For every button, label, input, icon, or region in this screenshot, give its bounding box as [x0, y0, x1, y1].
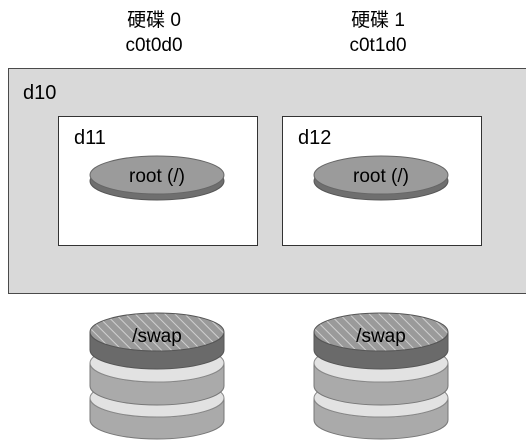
swap-label-0: /swap: [132, 326, 182, 347]
disk-1-header: 硬碟 1 c0t1d0: [298, 8, 458, 58]
mirror-volume-label: d10: [23, 82, 57, 104]
disk-1-name: 硬碟 1: [351, 10, 405, 31]
submirror-d12: d12 root (/): [282, 116, 482, 246]
disk-stack-icon: [313, 312, 449, 440]
disk-0-name: 硬碟 0: [127, 10, 181, 31]
mirror-volume-d10: d10 d11 root (/) d12 root (/): [8, 68, 526, 294]
root-slice-shape-icon: [89, 155, 225, 201]
disk-0-header: 硬碟 0 c0t0d0: [74, 8, 234, 58]
disk-0-device: c0t0d0: [125, 35, 183, 56]
root-slice-shape-icon: [313, 155, 449, 201]
swap-label-1: /swap: [356, 326, 406, 347]
disk-1-stack: /swap: [313, 308, 449, 442]
submirror-d11: d11 root (/): [58, 116, 258, 246]
submirror-d11-label: d11: [74, 127, 106, 149]
submirror-d12-label: d12: [298, 127, 332, 149]
disk-0-stack: /swap: [89, 308, 225, 442]
disk-stack-icon: [89, 312, 225, 440]
submirror-d12-slice: root (/): [353, 166, 409, 187]
submirror-d11-slice: root (/): [129, 166, 185, 187]
disk-1-device: c0t1d0: [349, 35, 407, 56]
